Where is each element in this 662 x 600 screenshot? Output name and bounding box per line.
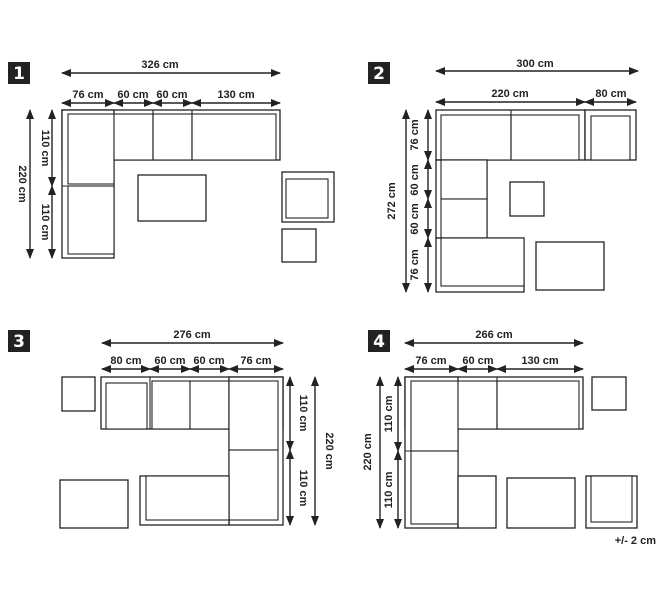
middle-seat-2 <box>152 113 193 161</box>
svg-text:76 cm: 76 cm <box>415 355 446 367</box>
svg-text:110 cm: 110 cm <box>39 204 51 241</box>
config-3-side-table <box>61 376 96 412</box>
svg-text:220 cm: 220 cm <box>323 432 335 470</box>
corner-seat <box>67 113 115 185</box>
svg-text:300 cm: 300 cm <box>516 58 554 70</box>
svg-text:326 cm: 326 cm <box>141 59 179 71</box>
svg-text:60 cm: 60 cm <box>117 89 148 101</box>
config-3-sofa <box>100 376 284 526</box>
config-2-depth-dimension: 272 cm 76 cm 60 cm 60 cm 76 cm <box>386 109 432 293</box>
chaise-seat <box>228 449 279 521</box>
config-1-sofa <box>61 109 281 259</box>
config-4: 4 266 cm 76 cm 60 cm 130 cm 220 cm 110 c… <box>362 329 638 529</box>
svg-text:2: 2 <box>373 64 385 84</box>
config-4-depth-dimension: 220 cm 110 cm 110 cm <box>362 376 402 529</box>
corner-seat <box>228 380 279 451</box>
config-4-sofa <box>404 376 584 529</box>
svg-text:60 cm: 60 cm <box>154 355 185 367</box>
config-3-coffee-table <box>59 479 129 529</box>
svg-text:3: 3 <box>13 332 25 352</box>
svg-text:60 cm: 60 cm <box>462 355 493 367</box>
tolerance-note: +/- 2 cm <box>615 535 656 547</box>
middle-seat-1 <box>440 159 488 200</box>
end-seat <box>510 114 580 161</box>
config-1-badge: 1 <box>8 62 30 84</box>
config-4-overall-width-dimension: 266 cm <box>404 329 584 347</box>
chaise-seat <box>67 185 115 255</box>
svg-text:76 cm: 76 cm <box>409 249 421 280</box>
middle-seat-2 <box>440 198 488 239</box>
svg-text:4: 4 <box>373 332 385 352</box>
svg-text:130 cm: 130 cm <box>217 89 255 101</box>
svg-text:110 cm: 110 cm <box>383 395 395 432</box>
config-4-coffee-table <box>506 477 576 529</box>
lounge-unit-seat <box>145 475 230 521</box>
config-1-armchair <box>281 171 335 223</box>
svg-text:220 cm: 220 cm <box>16 165 28 203</box>
svg-text:220 cm: 220 cm <box>362 433 374 471</box>
config-4-armchair <box>585 475 638 529</box>
svg-text:80 cm: 80 cm <box>595 88 626 100</box>
config-2: 2 300 cm 220 cm 80 cm 272 cm 76 cm 60 cm… <box>368 58 639 293</box>
config-1-side-table <box>281 228 317 263</box>
config-3-segment-dimensions: 80 cm 60 cm 60 cm 76 cm <box>101 355 284 373</box>
middle-seat-1 <box>151 380 191 430</box>
config-2-armchair <box>584 109 637 161</box>
config-1: 1 326 cm 76 cm 60 cm 60 cm 130 cm 220 cm… <box>8 59 335 263</box>
end-seat <box>191 113 277 161</box>
svg-text:266 cm: 266 cm <box>475 329 513 341</box>
middle-seat-1 <box>113 113 154 161</box>
svg-text:110 cm: 110 cm <box>39 130 51 167</box>
corner-unit-seat <box>440 237 525 287</box>
config-1-segment-dimensions: 76 cm 60 cm 60 cm 130 cm <box>61 89 281 107</box>
svg-text:60 cm: 60 cm <box>409 203 421 234</box>
svg-text:110 cm: 110 cm <box>297 470 309 507</box>
corner-seat <box>410 380 459 452</box>
svg-text:76 cm: 76 cm <box>240 355 271 367</box>
svg-text:1: 1 <box>13 64 25 84</box>
svg-text:76 cm: 76 cm <box>72 89 103 101</box>
svg-text:60 cm: 60 cm <box>409 164 421 195</box>
armchair-seat <box>105 382 148 430</box>
config-1-overall-width-dimension: 326 cm <box>61 59 281 77</box>
middle-seat <box>457 380 498 430</box>
config-1-depth-dimension: 220 cm 110 cm 110 cm <box>16 109 56 259</box>
svg-text:130 cm: 130 cm <box>521 355 559 367</box>
config-4-segment-dimensions: 76 cm 60 cm 130 cm <box>404 355 584 373</box>
config-2-coffee-table <box>535 241 605 291</box>
config-3-depth-dimension: 110 cm 110 cm 220 cm <box>286 376 335 526</box>
config-3-badge: 3 <box>8 330 30 352</box>
config-4-ottoman <box>457 475 497 529</box>
svg-text:60 cm: 60 cm <box>156 89 187 101</box>
config-2-side-table <box>509 181 545 217</box>
config-2-sofa <box>435 109 586 293</box>
config-1-coffee-table <box>137 174 207 222</box>
chaise-seat <box>410 450 459 525</box>
config-4-side-table <box>591 376 627 411</box>
corner-seat <box>440 114 512 161</box>
config-2-badge: 2 <box>368 62 390 84</box>
end-seat <box>496 380 580 430</box>
svg-text:272 cm: 272 cm <box>386 182 398 220</box>
config-3-overall-width-dimension: 276 cm <box>101 329 284 347</box>
config-4-badge: 4 <box>368 330 390 352</box>
svg-text:276 cm: 276 cm <box>173 329 211 341</box>
config-3: 3 276 cm 80 cm 60 cm 60 cm 76 cm 110 cm … <box>8 329 335 529</box>
svg-text:80 cm: 80 cm <box>110 355 141 367</box>
config-2-segment-dimensions: 220 cm 80 cm <box>435 88 637 106</box>
svg-text:110 cm: 110 cm <box>297 395 309 432</box>
middle-seat-2 <box>189 380 230 430</box>
config-2-overall-width-dimension: 300 cm <box>435 58 639 75</box>
svg-text:60 cm: 60 cm <box>193 355 224 367</box>
svg-text:110 cm: 110 cm <box>383 471 395 508</box>
svg-text:76 cm: 76 cm <box>409 119 421 150</box>
svg-text:220 cm: 220 cm <box>491 88 529 100</box>
